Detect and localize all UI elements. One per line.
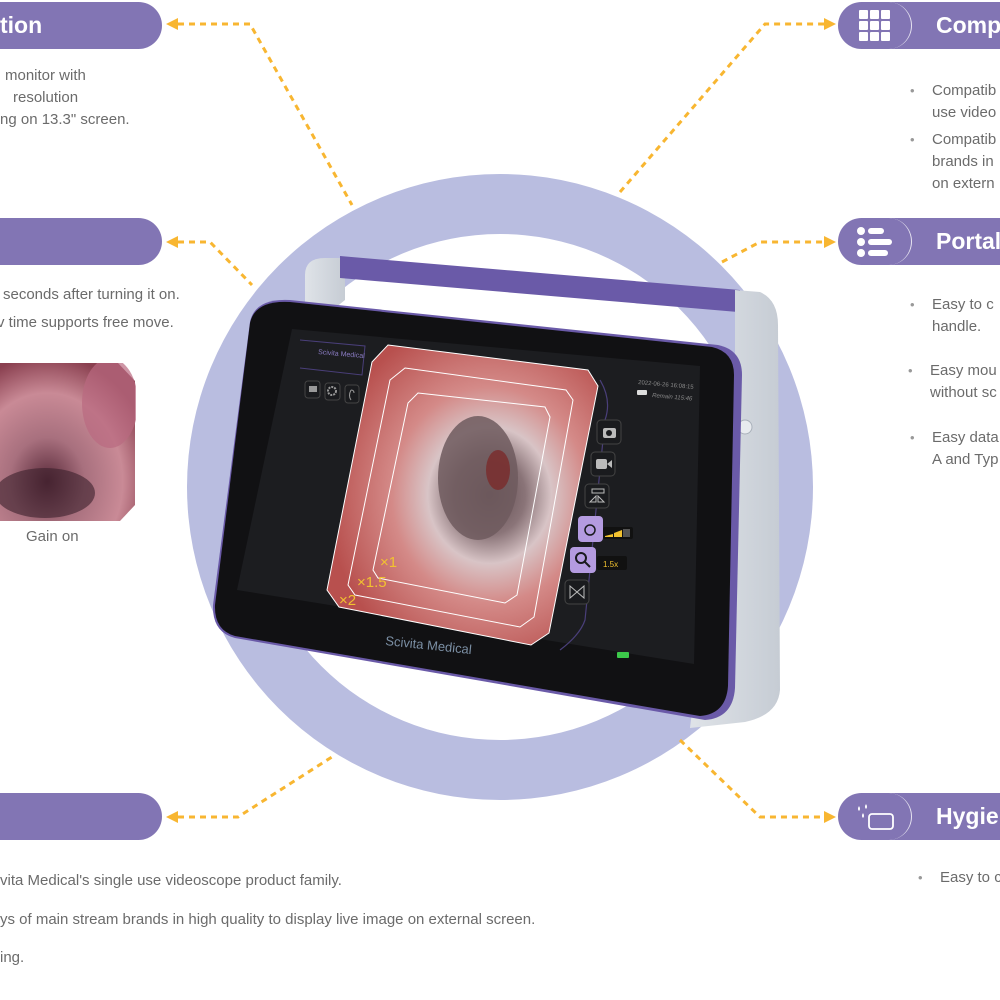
section-header-portable: Portal <box>838 218 1000 265</box>
bullet-text: Compatib <box>932 82 997 99</box>
section-text: monitor with <box>5 67 86 84</box>
list-icon <box>838 218 912 265</box>
image-caption: Gain on <box>26 528 79 545</box>
remain-time: Remain 115:46 <box>652 393 693 403</box>
section-header-compatibility <box>0 793 162 840</box>
bullet-item: Easy to c <box>918 867 1000 889</box>
section-text: v time supports free move. <box>0 314 174 331</box>
bullet-item: Compatib brands in on extern <box>910 129 997 195</box>
section-header-startup <box>0 218 162 265</box>
left-toolbar <box>304 380 360 404</box>
bullet-text: Easy to c <box>940 869 1000 886</box>
bullet-text: on extern <box>932 175 995 192</box>
battery-icon <box>617 652 629 658</box>
zoom-labels: ×1 ×1.5 ×2 <box>339 554 397 609</box>
section-text: ys of main stream brands in high quality… <box>0 911 536 928</box>
bullet-text: without sc <box>930 384 997 401</box>
water-drop-screen-icon <box>838 793 912 840</box>
section-text: ing. <box>0 949 25 966</box>
zoom-label-1.5x: ×1.5 <box>357 574 387 591</box>
zoom-frame-1x <box>372 392 551 604</box>
bullet-text: brands in <box>932 153 994 170</box>
bullet-text: handle. <box>932 318 982 335</box>
zoom-label-1x: ×1 <box>380 554 397 571</box>
screen-brand-logo: Scivita Medical <box>318 349 366 360</box>
section-text: resolution <box>13 89 79 106</box>
scope-icon[interactable] <box>344 384 360 404</box>
zoom-icon[interactable] <box>570 547 596 573</box>
section-header-resolution: tion <box>0 2 162 49</box>
handle-bar <box>340 256 740 312</box>
zoom-value-box <box>597 556 627 570</box>
section-title: Hygie <box>936 803 999 829</box>
gain-on-image <box>0 363 136 521</box>
right-toolbar: 1.5x <box>564 419 633 605</box>
bullet-text: Compatib <box>932 131 997 148</box>
bullet-text: A and Typ <box>932 451 999 468</box>
section-header-hygiene: Hygie <box>838 793 1000 840</box>
zoom-label-2x: ×2 <box>339 592 356 609</box>
brightness-icon[interactable] <box>578 516 603 542</box>
connector-arrows <box>166 18 836 823</box>
zoom-frame-1.5x <box>347 367 574 628</box>
bullet-text: Easy data <box>932 429 999 446</box>
bullet-item: Easy to c handle. <box>910 294 994 338</box>
flip-icon[interactable] <box>584 483 610 509</box>
connector-lines <box>178 22 826 819</box>
section-text: seconds after turning it on. <box>3 286 180 303</box>
section-header-compatibility-right: Comp <box>838 2 1000 49</box>
bullet-text: Easy to c <box>932 296 994 313</box>
section-text: vita Medical's single use videoscope pro… <box>0 872 342 889</box>
bullet-item: Easy data A and Typ <box>910 427 999 471</box>
bullet-item: Compatib use video <box>910 80 997 124</box>
section-title: Portal <box>936 228 1000 254</box>
bullet-text: Easy mou <box>930 362 997 379</box>
gear-icon[interactable] <box>324 382 341 401</box>
zoom-value: 1.5x <box>603 560 618 569</box>
sd-card-icon <box>637 390 647 395</box>
bullet-text: use video <box>932 104 997 121</box>
section-title: Comp <box>936 12 1000 38</box>
section-text: ng on 13.3" screen. <box>0 111 130 128</box>
section-title: tion <box>0 12 43 38</box>
datetime: 2022-06-26 16:08:15 <box>638 380 695 391</box>
bullet-item: Easy mou without sc <box>908 360 997 404</box>
grid-icon <box>838 2 912 49</box>
